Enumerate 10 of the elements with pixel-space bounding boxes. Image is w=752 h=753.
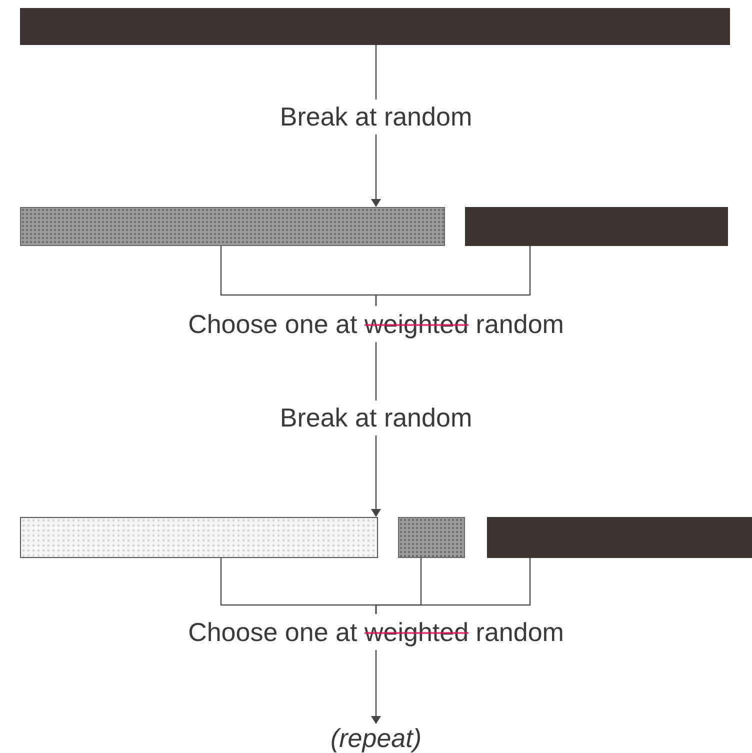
bracket-line [375, 558, 531, 614]
bar [20, 207, 445, 246]
bar [20, 8, 730, 45]
bar [20, 517, 378, 558]
bracket-line [375, 246, 531, 306]
arrow [371, 650, 381, 724]
bar [398, 517, 465, 558]
bar [487, 517, 752, 558]
bar [465, 207, 728, 246]
step-text: (repeat) [276, 724, 476, 752]
